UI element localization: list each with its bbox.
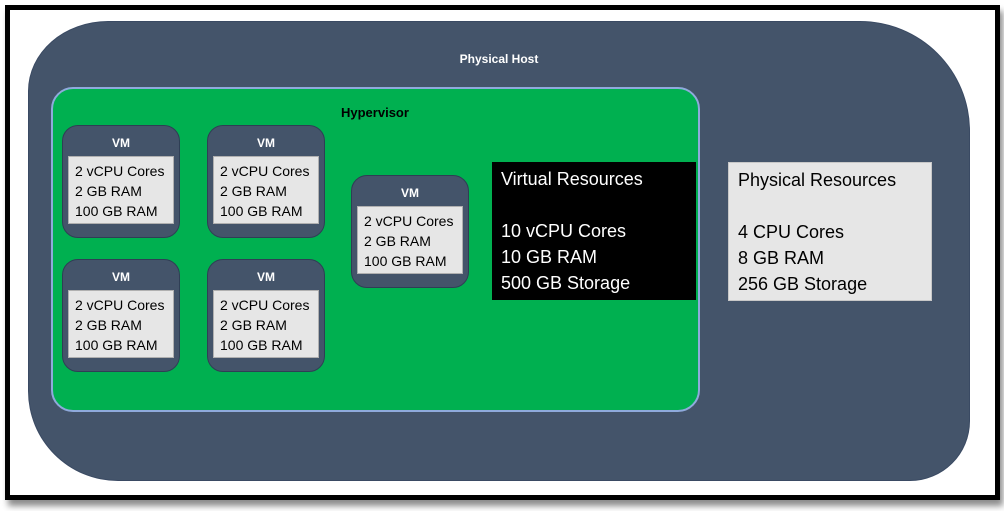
vm-storage: 100 GB RAM	[364, 253, 447, 269]
physical-storage: 256 GB Storage	[738, 274, 868, 294]
vm-specs: 2 vCPU Cores 2 GB RAM 100 GB RAM	[213, 156, 319, 224]
vm-box: VM 2 vCPU Cores 2 GB RAM 100 GB RAM	[207, 125, 325, 238]
vm-box: VM 2 vCPU Cores 2 GB RAM 100 GB RAM	[62, 125, 180, 238]
vm-ram: 2 GB RAM	[220, 317, 287, 333]
vm-storage: 100 GB RAM	[220, 203, 303, 219]
vm-title: VM	[401, 186, 419, 200]
virtual-ram: 10 GB RAM	[501, 247, 598, 267]
physical-cpu: 4 CPU Cores	[738, 222, 845, 242]
virtual-resources-box: Virtual Resources 10 vCPU Cores 10 GB RA…	[492, 162, 696, 300]
vm-box: VM 2 vCPU Cores 2 GB RAM 100 GB RAM	[207, 259, 325, 372]
vm-cpu: 2 vCPU Cores	[220, 297, 310, 313]
vm-storage: 100 GB RAM	[220, 337, 303, 353]
vm-specs: 2 vCPU Cores 2 GB RAM 100 GB RAM	[357, 206, 463, 274]
vm-specs: 2 vCPU Cores 2 GB RAM 100 GB RAM	[213, 290, 319, 358]
vm-storage: 100 GB RAM	[75, 337, 158, 353]
physical-resources-box: Physical Resources 4 CPU Cores 8 GB RAM …	[728, 162, 932, 301]
vm-ram: 2 GB RAM	[220, 183, 287, 199]
vm-ram: 2 GB RAM	[75, 317, 142, 333]
vm-box: VM 2 vCPU Cores 2 GB RAM 100 GB RAM	[62, 259, 180, 372]
vm-storage: 100 GB RAM	[75, 203, 158, 219]
vm-cpu: 2 vCPU Cores	[364, 213, 454, 229]
physical-resources-title: Physical Resources	[738, 170, 897, 190]
vm-cpu: 2 vCPU Cores	[220, 163, 310, 179]
vm-cpu: 2 vCPU Cores	[75, 297, 165, 313]
vm-specs: 2 vCPU Cores 2 GB RAM 100 GB RAM	[68, 290, 174, 358]
vm-title: VM	[257, 270, 275, 284]
virtual-cpu: 10 vCPU Cores	[501, 221, 627, 241]
vm-ram: 2 GB RAM	[75, 183, 142, 199]
vm-title: VM	[257, 136, 275, 150]
virtual-storage: 500 GB Storage	[501, 273, 631, 293]
vm-cpu: 2 vCPU Cores	[75, 163, 165, 179]
vm-ram: 2 GB RAM	[364, 233, 431, 249]
vm-box: VM 2 vCPU Cores 2 GB RAM 100 GB RAM	[351, 175, 469, 288]
vm-specs: 2 vCPU Cores 2 GB RAM 100 GB RAM	[68, 156, 174, 224]
vm-title: VM	[112, 270, 130, 284]
virtual-resources-title: Virtual Resources	[501, 169, 643, 189]
vm-title: VM	[112, 136, 130, 150]
physical-host-title: Physical Host	[459, 52, 539, 66]
hypervisor-title: Hypervisor	[341, 105, 409, 120]
physical-ram: 8 GB RAM	[738, 248, 825, 268]
